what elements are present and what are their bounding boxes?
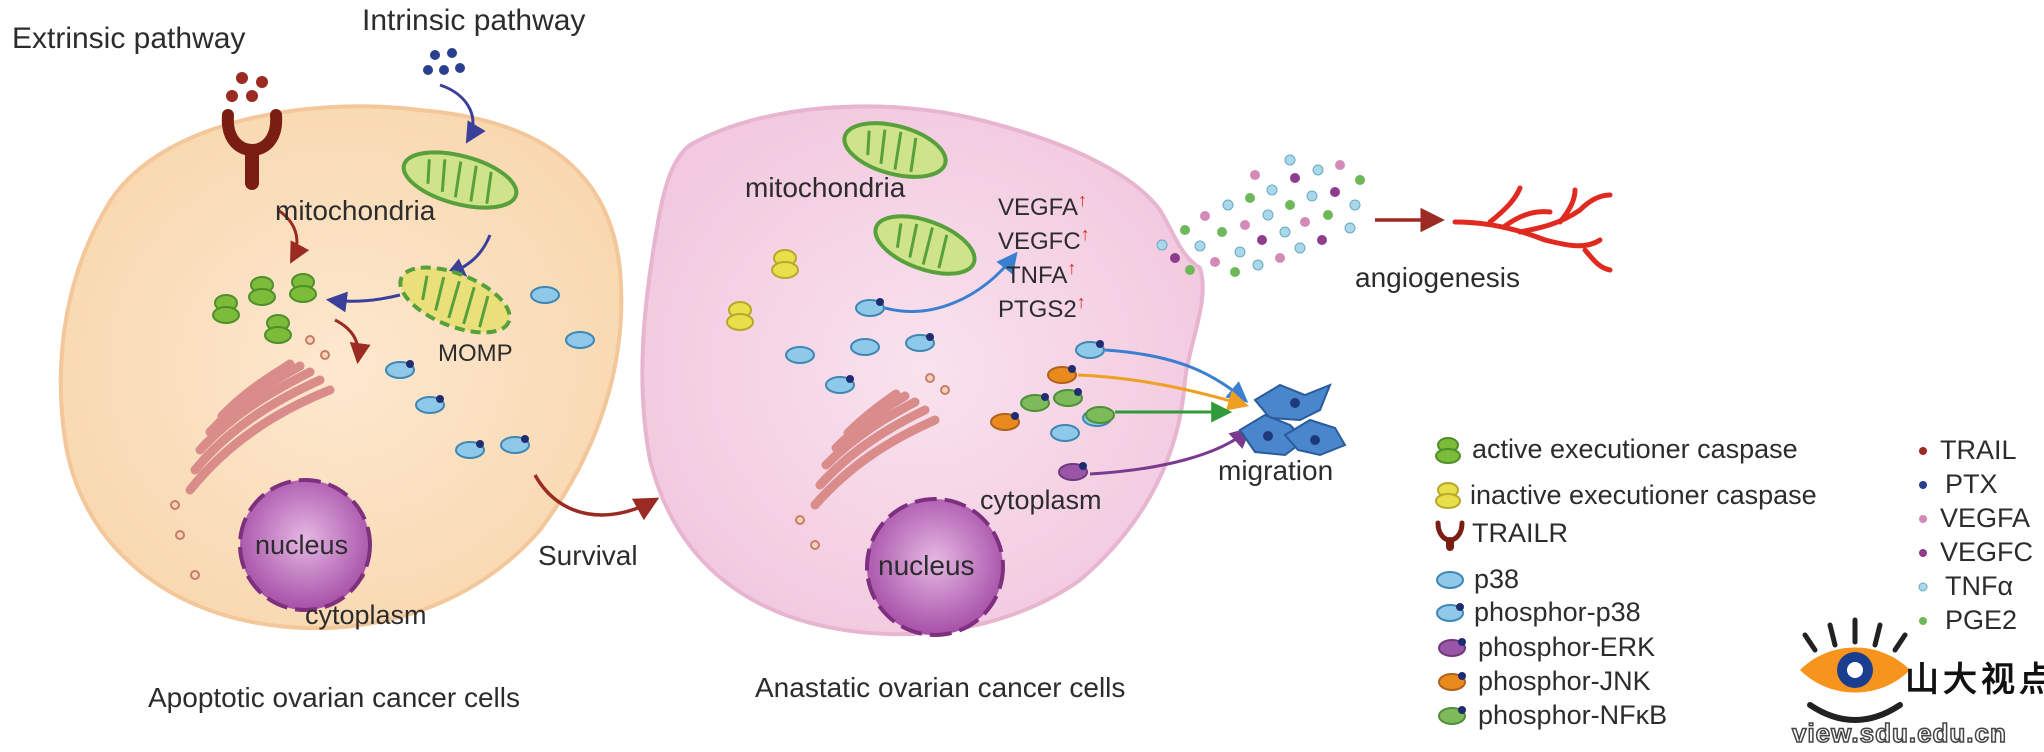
legend-label-p38: p38 (1474, 564, 1520, 594)
legend-icon-phosphor-erk (1438, 638, 1466, 657)
eye-logo-icon (1800, 617, 1910, 723)
legend-icon-active-caspase (1435, 437, 1461, 464)
phospho-dots-signals (1011, 365, 1087, 470)
legend-icon-p38 (1436, 571, 1464, 589)
p38-phospho-dots-cell1 (406, 360, 529, 448)
apoptotic-cell (58, 104, 624, 631)
legend-label-phosphor-nfkb: phosphor-NFκB (1478, 700, 1668, 730)
gene-ptgs2: PTGS2↑ (998, 292, 1086, 323)
caption-apoptotic: Apoptotic ovarian cancer cells (148, 682, 520, 713)
legend-label-ptx: PTX (1945, 469, 1998, 499)
trailr-receptor (221, 109, 283, 190)
legend-icon-ptx (1919, 481, 1927, 489)
gene-list: VEGFA↑ VEGFC↑ TNFA↑ PTGS2↑ (998, 190, 1090, 324)
up-arrow-icon: ↑ (1078, 190, 1088, 210)
arrow-erk-to-migration (1089, 427, 1252, 476)
up-arrow-icon: ↑ (1076, 292, 1086, 312)
gene-vegfc: VEGFC↑ (998, 224, 1090, 255)
mitochondrion-momp (398, 265, 512, 335)
blood-vessel-icon (1452, 185, 1613, 273)
watermark-url: view.sdu.edu.cn (1791, 717, 2007, 749)
mitochondrion-upper (401, 150, 519, 210)
legend-icon-trailr (1435, 520, 1465, 551)
survival-label: Survival (538, 540, 638, 571)
golgi-cell2 (810, 389, 940, 510)
legend-icon-phosphor-nfkb (1438, 706, 1466, 725)
angiogenesis-label: angiogenesis (1355, 262, 1521, 293)
vesicles-cell2 (795, 373, 950, 550)
mitochondria-label-cell1: mitochondria (275, 195, 436, 226)
legend-label-pge2: PGE2 (1945, 605, 2018, 635)
gene-tnfa: TNFA↑ (1006, 258, 1077, 289)
arrow-trailr-to-caspase (277, 208, 310, 264)
inactive-caspases-cell2 (726, 249, 799, 331)
mitochondrion-cell2-mid (873, 214, 977, 276)
up-arrow-icon: ↑ (1067, 258, 1077, 278)
legend-label-trail: TRAIL (1940, 435, 2017, 465)
gene-vegfa: VEGFA↑ (998, 190, 1088, 221)
migrating-cells-icon (1238, 383, 1347, 457)
legend-icon-phosphor-p38 (1436, 603, 1464, 622)
arrow-momp-to-caspase (325, 291, 401, 313)
migrating-cells-nuclei (1263, 398, 1320, 445)
legend-label-trailr: TRAILR (1472, 518, 1569, 548)
nucleus-label-cell2: nucleus (878, 550, 975, 581)
survival-arrow (533, 474, 660, 521)
ptx-dots (423, 48, 465, 75)
active-caspases-cell1 (212, 273, 317, 344)
migration-label: migration (1218, 455, 1334, 486)
legend-label-vegfc: VEGFC (1940, 537, 2034, 567)
nucleus-label-cell1: nucleus (255, 530, 349, 560)
arrow-p38-to-genes (884, 251, 1018, 313)
mitochondria-label-cell2: mitochondria (745, 172, 906, 203)
arrow-jnk-to-migration (1077, 373, 1250, 411)
legend-icon-trail (1919, 447, 1927, 455)
caption-anastatic: Anastatic ovarian cancer cells (755, 672, 1126, 703)
golgi-cell1 (185, 359, 335, 495)
legend-icon-vegfa (1919, 515, 1927, 523)
anastatic-cell (640, 104, 1205, 637)
legend-icon-vegfc (1919, 549, 1927, 557)
nucleus-cell2 (865, 497, 1005, 637)
legend-label-phosphor-jnk: phosphor-JNK (1478, 666, 1651, 696)
momp-label: MOMP (438, 340, 513, 367)
legend-icon-inactive-caspase (1435, 482, 1461, 509)
legend-label-inactive-caspase: inactive executioner caspase (1470, 480, 1817, 510)
cytoplasm-label-cell2: cytoplasm (980, 485, 1102, 515)
legend-icon-phosphor-jnk (1438, 672, 1466, 691)
cytoplasm-label-cell1: cytoplasm (305, 600, 427, 630)
trail-ligands (226, 72, 268, 102)
legend-label-phosphor-erk: phosphor-ERK (1478, 632, 1656, 662)
up-arrow-icon: ↑ (1080, 224, 1090, 244)
arrow-ptx-to-mito (439, 83, 486, 144)
legend-icon-pge2 (1919, 617, 1927, 625)
legend-label-phosphor-p38: phosphor-p38 (1474, 597, 1641, 627)
legend-icon-tnfa (1918, 582, 1928, 592)
legend-label-tnfa: TNFα (1945, 571, 2014, 601)
intrinsic-pathway-label: Intrinsic pathway (362, 4, 586, 37)
legend-label-active-caspase: active executioner caspase (1472, 434, 1798, 464)
nucleus-cell1 (238, 478, 372, 612)
watermark-name: 山大视点 (1905, 661, 2044, 699)
mitochondrion-cell2-top (842, 121, 948, 179)
legend-label-vegfa: VEGFA (1940, 503, 2031, 533)
extrinsic-pathway-label: Extrinsic pathway (12, 22, 246, 55)
secreted-factors (1156, 154, 1365, 277)
arrow-caspase-down (334, 318, 371, 365)
